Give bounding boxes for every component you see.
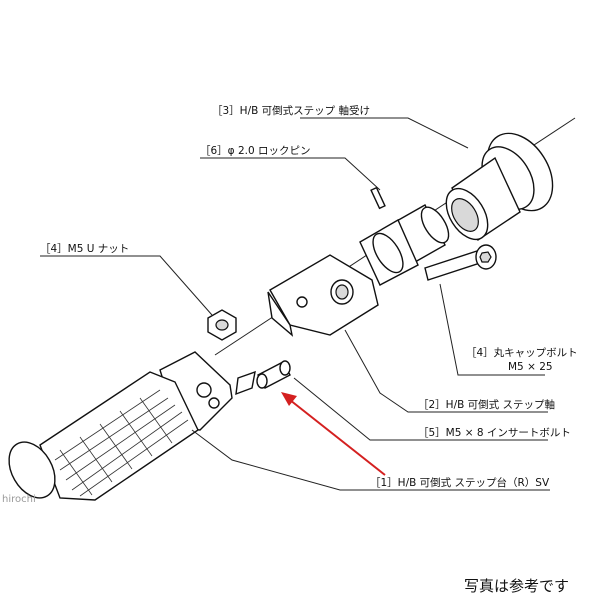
- label-part-3: ［3］H/B 可倒式ステップ 軸受け: [212, 104, 370, 117]
- part-4-u-nut: [207, 309, 237, 341]
- label-part-5: ［5］M5 × 8 インサートボルト: [418, 427, 571, 439]
- label-part-2: ［2］H/B 可倒式 ステップ軸: [418, 398, 555, 411]
- label-part-4-bolt-size: M5 × 25: [508, 361, 553, 373]
- label-part-6: ［6］φ 2.0 ロックピン: [200, 145, 310, 157]
- part-3-bearing: [445, 132, 554, 242]
- part-2-step-shaft: [267, 254, 379, 337]
- label-part-4-bolt: ［4］丸キャップボルト: [466, 346, 578, 359]
- part-5-insert-bolt: [256, 360, 291, 389]
- part-4-cap-bolt: [424, 244, 497, 281]
- part-1-step-base: [8, 351, 256, 501]
- label-part-1: ［1］H/B 可倒式 ステップ台（R）SV: [370, 476, 550, 489]
- leader-lines: [40, 117, 550, 491]
- part-6-lock-pin: [370, 186, 386, 210]
- shaft-cylinder: [359, 204, 450, 286]
- watermark: hirochi: [2, 494, 36, 505]
- caption: 写真は参考です: [464, 577, 569, 595]
- label-part-4-nut: ［4］M5 U ナット: [40, 243, 129, 255]
- red-pointer-arrow: [281, 392, 386, 476]
